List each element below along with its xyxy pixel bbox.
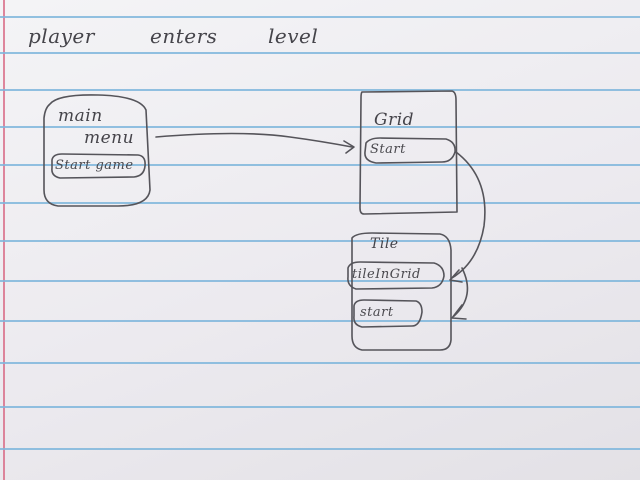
ruled-line [0, 320, 640, 322]
tile-start-label: start [360, 305, 394, 320]
tile-start-outline [353, 299, 423, 328]
ruled-line [0, 202, 640, 204]
arrow-tile-to-start [453, 267, 469, 317]
ruled-line [0, 280, 640, 282]
tile-in-grid-outline [347, 261, 445, 290]
ruled-line [0, 89, 640, 91]
main-menu-title-line1: main [58, 106, 103, 126]
ruled-line [0, 164, 640, 166]
ruled-line [0, 448, 640, 450]
start-game-button-outline [51, 153, 146, 179]
tile-in-grid-label: tileInGrid [352, 267, 421, 282]
grid-box [359, 90, 458, 215]
ruled-line [0, 406, 640, 408]
arrow-head-tile-b [451, 304, 467, 320]
tile-box [351, 232, 452, 351]
main-menu-box [43, 94, 151, 207]
arrow-head-tile-a [449, 269, 463, 283]
ruled-line [0, 16, 640, 18]
grid-title: Grid [374, 110, 415, 130]
main-menu-title-line2: menu [84, 128, 135, 148]
grid-start-label: Start [370, 142, 406, 157]
ruled-line [0, 362, 640, 364]
ruled-line [0, 126, 640, 128]
heading-word-level: level [268, 24, 319, 48]
heading-word-enters: enters [150, 24, 218, 48]
heading-word-player: player [28, 24, 95, 48]
arrow-grid-to-tile [451, 151, 486, 279]
arrow-head-grid [343, 140, 355, 154]
ruled-line [0, 52, 640, 54]
start-game-label: Start game [55, 158, 134, 173]
tile-title: Tile [370, 236, 399, 252]
grid-start-outline [364, 137, 456, 164]
arrow-menu-to-grid [155, 132, 353, 148]
ruled-line [0, 240, 640, 242]
